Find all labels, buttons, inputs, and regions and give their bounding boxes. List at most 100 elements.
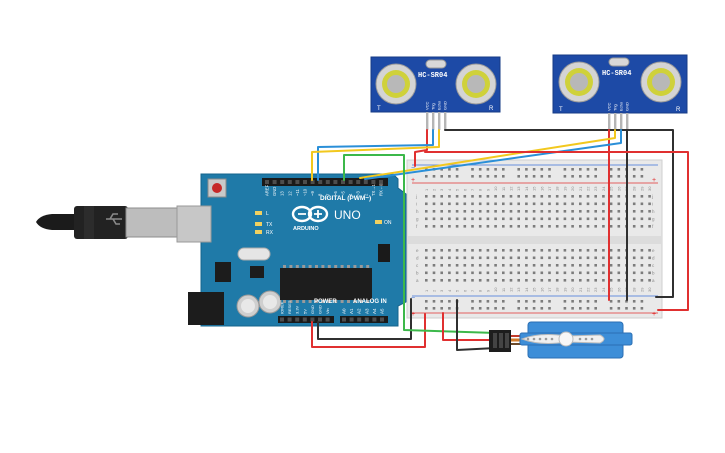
digital-pin-hole[interactable]	[318, 180, 323, 184]
digital-pin-hole[interactable]	[295, 180, 300, 184]
breadboard-hole[interactable]	[555, 256, 559, 260]
power-pin-hole[interactable]	[325, 317, 330, 322]
breadboard-hole[interactable]	[478, 249, 482, 252]
rail-hole[interactable]	[586, 307, 590, 310]
breadboard-hole[interactable]	[448, 249, 451, 252]
breadboard-hole[interactable]	[494, 202, 497, 206]
breadboard-hole[interactable]	[532, 256, 536, 260]
breadboard-hole[interactable]	[478, 279, 482, 282]
digital-pin-hole[interactable]	[341, 180, 345, 184]
breadboard-hole[interactable]	[632, 256, 636, 260]
breadboard-hole[interactable]	[509, 256, 513, 260]
breadboard-hole[interactable]	[463, 225, 467, 228]
breadboard-hole[interactable]	[571, 279, 574, 282]
breadboard-hole[interactable]	[440, 210, 443, 213]
breadboard-hole[interactable]	[432, 195, 436, 198]
breadboard-hole[interactable]	[586, 210, 590, 213]
breadboard-hole[interactable]	[563, 249, 567, 252]
sensor-pin[interactable]	[426, 112, 429, 130]
digital-pin-hole[interactable]	[303, 180, 307, 184]
rail-hole[interactable]	[640, 307, 644, 310]
breadboard-hole[interactable]	[617, 195, 621, 198]
breadboard-hole[interactable]	[494, 195, 497, 198]
rail-hole[interactable]	[471, 307, 474, 310]
breadboard-hole[interactable]	[532, 264, 536, 267]
breadboard-hole[interactable]	[555, 217, 559, 221]
rail-hole[interactable]	[609, 175, 613, 178]
breadboard-hole[interactable]	[617, 225, 621, 228]
breadboard-hole[interactable]	[640, 249, 644, 252]
breadboard-hole[interactable]	[425, 264, 428, 267]
breadboard-hole[interactable]	[586, 195, 590, 198]
breadboard-hole[interactable]	[548, 264, 551, 267]
breadboard-hole[interactable]	[494, 264, 497, 267]
breadboard-hole[interactable]	[540, 210, 544, 213]
breadboard-hole[interactable]	[463, 256, 467, 260]
breadboard-hole[interactable]	[579, 279, 582, 282]
digital-pin-hole[interactable]	[371, 180, 376, 184]
breadboard-hole[interactable]	[594, 195, 597, 198]
breadboard-hole[interactable]	[471, 271, 474, 275]
rail-hole[interactable]	[517, 300, 520, 303]
rail-hole[interactable]	[432, 307, 436, 310]
breadboard-hole[interactable]	[525, 202, 528, 206]
breadboard-hole[interactable]	[555, 264, 559, 267]
breadboard-hole[interactable]	[440, 249, 443, 252]
breadboard-hole[interactable]	[594, 202, 597, 206]
power-pin-hole[interactable]	[287, 317, 292, 322]
digital-pin-hole[interactable]	[333, 180, 338, 184]
breadboard-hole[interactable]	[609, 249, 613, 252]
breadboard-hole[interactable]	[617, 217, 621, 221]
breadboard-hole[interactable]	[602, 210, 605, 213]
rail-hole[interactable]	[579, 175, 582, 178]
breadboard-hole[interactable]	[486, 256, 490, 260]
rail-hole[interactable]	[594, 307, 597, 310]
rail-hole[interactable]	[448, 175, 451, 178]
breadboard-hole[interactable]	[463, 202, 467, 206]
breadboard-hole[interactable]	[478, 217, 482, 221]
rail-hole[interactable]	[609, 307, 613, 310]
rail-hole[interactable]	[440, 175, 443, 178]
rail-hole[interactable]	[540, 300, 544, 303]
wire-servo-red[interactable]	[442, 312, 497, 341]
breadboard-hole[interactable]	[448, 279, 451, 282]
rail-hole[interactable]	[640, 175, 644, 178]
breadboard-hole[interactable]	[448, 210, 451, 213]
rail-hole[interactable]	[586, 175, 590, 178]
breadboard-hole[interactable]	[602, 264, 605, 267]
breadboard-hole[interactable]	[579, 202, 582, 206]
breadboard-hole[interactable]	[648, 249, 651, 252]
power-pin-hole[interactable]	[295, 317, 300, 322]
breadboard-hole[interactable]	[640, 271, 644, 275]
rail-hole[interactable]	[563, 175, 567, 178]
breadboard-hole[interactable]	[548, 195, 551, 198]
wire-rail-red[interactable]	[424, 151, 689, 311]
breadboard-hole[interactable]	[555, 271, 559, 275]
breadboard-hole[interactable]	[425, 256, 428, 260]
wire-left-sensor-red[interactable]	[414, 129, 428, 167]
rail-hole[interactable]	[494, 168, 497, 171]
breadboard-hole[interactable]	[517, 202, 520, 206]
breadboard-hole[interactable]	[440, 271, 443, 275]
breadboard-hole[interactable]	[563, 195, 567, 198]
breadboard-hole[interactable]	[509, 264, 513, 267]
rail-hole[interactable]	[540, 307, 544, 310]
breadboard-hole[interactable]	[632, 217, 636, 221]
breadboard-hole[interactable]	[648, 225, 651, 228]
breadboard-hole[interactable]	[548, 279, 551, 282]
breadboard-hole[interactable]	[509, 210, 513, 213]
rail-hole[interactable]	[617, 168, 621, 171]
rail-hole[interactable]	[494, 175, 497, 178]
breadboard-hole[interactable]	[425, 249, 428, 252]
rail-hole[interactable]	[548, 307, 551, 310]
breadboard-hole[interactable]	[640, 210, 644, 213]
breadboard-hole[interactable]	[525, 210, 528, 213]
breadboard-hole[interactable]	[517, 264, 520, 267]
wire-gnd-black[interactable]	[317, 298, 412, 340]
rail-hole[interactable]	[571, 175, 574, 178]
rail-hole[interactable]	[455, 175, 459, 178]
breadboard-hole[interactable]	[548, 202, 551, 206]
rail-hole[interactable]	[440, 307, 443, 310]
rail-hole[interactable]	[502, 175, 505, 178]
breadboard-hole[interactable]	[555, 195, 559, 198]
